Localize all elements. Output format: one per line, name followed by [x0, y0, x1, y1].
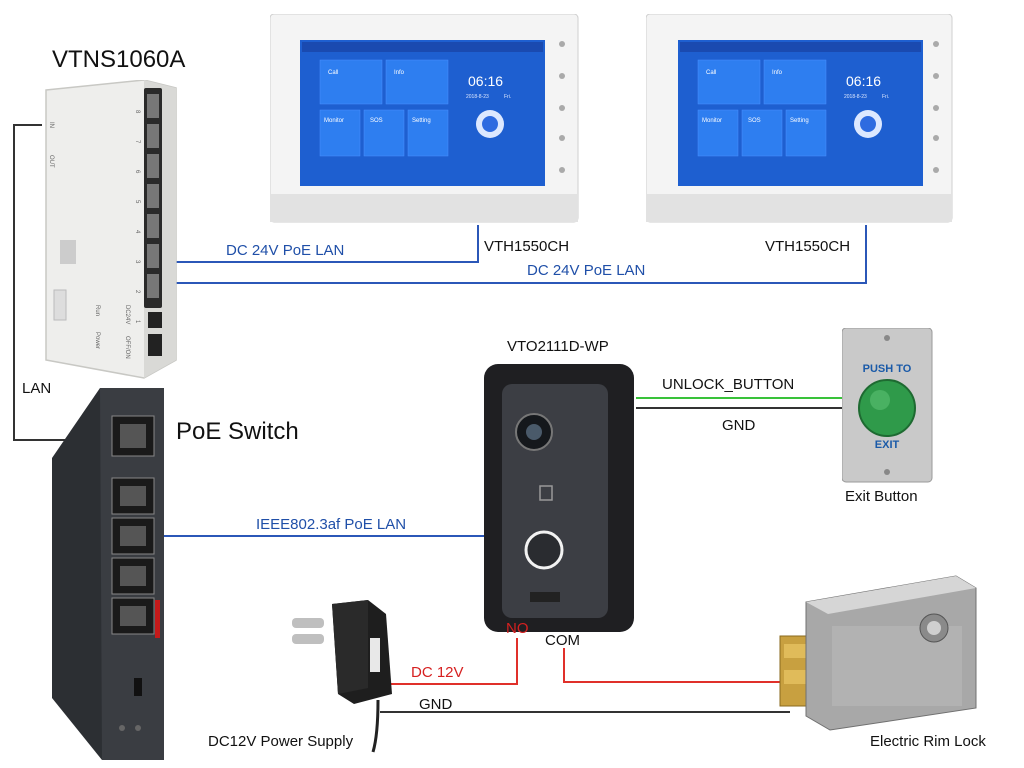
- vtns-onoff-label: OFF/ON: [124, 336, 130, 359]
- exit-plate-push-to: PUSH TO: [863, 363, 912, 375]
- vtns-in-label: IN: [48, 122, 54, 128]
- lan-label: LAN: [22, 380, 52, 397]
- button-gnd-label: GND: [722, 417, 756, 434]
- vth-a-tile-monitor: Monitor: [324, 118, 344, 124]
- dc24-label-b: DC 24V PoE LAN: [527, 262, 646, 279]
- dc24-wire-b: [158, 225, 867, 284]
- vtns-port-2: 2: [134, 290, 140, 294]
- vtns-power-label: Power: [94, 332, 100, 349]
- vth-b-tile-sos: SOS: [748, 118, 761, 124]
- vtns-run-label: Run: [94, 305, 100, 316]
- vtns-port-7: 7: [134, 140, 140, 144]
- com-wire: [563, 648, 784, 683]
- vth-a-tile-call: Call: [328, 70, 338, 76]
- vth-b-label: VTH1550CH: [765, 238, 851, 255]
- dc24-wire-a: [158, 225, 479, 263]
- poe-switch-title: PoE Switch: [176, 418, 299, 445]
- vtns-port-3: 3: [134, 260, 140, 264]
- vtns-title: VTNS1060A: [52, 46, 186, 73]
- lan-wire: [13, 124, 105, 441]
- vth-b-date: 2018-8-23: [844, 94, 867, 100]
- exit-button-label: Exit Button: [845, 488, 918, 505]
- vth-b-tile-monitor: Monitor: [702, 118, 722, 124]
- vth-b-time: 06:16: [846, 73, 881, 89]
- vtns-device: 8 7 6 5 4 3 2 1 IN OUT Run Power DC24V O…: [45, 80, 177, 379]
- vth-b-day: Fri.: [882, 94, 889, 100]
- vth-a-tile-setting: Setting: [412, 118, 431, 124]
- rim-lock-label: Electric Rim Lock: [870, 733, 986, 750]
- vth-monitor-a: Call Info Monitor SOS Setting 06:16 2018…: [270, 14, 579, 223]
- vtns-dc24v-label: DC24V: [124, 305, 130, 324]
- vth-a-day: Fri.: [504, 94, 511, 100]
- vto-door-station: [484, 364, 634, 632]
- com-label: COM: [545, 632, 580, 649]
- dc12-wire: [380, 638, 518, 685]
- vth-a-date: 2018-8-23: [466, 94, 489, 100]
- vth-b-tile-info: Info: [772, 70, 783, 76]
- vth-b-tile-setting: Setting: [790, 118, 809, 124]
- poe-switch-device: [52, 388, 164, 760]
- vtns-out-label: OUT: [48, 155, 54, 168]
- vtns-port-1: 1: [134, 320, 140, 324]
- lock-gnd-label: GND: [419, 696, 453, 713]
- exit-plate-exit: EXIT: [875, 439, 900, 451]
- vtns-port-8: 8: [134, 110, 140, 114]
- rim-lock-device: [779, 575, 977, 731]
- unlock-button-label: UNLOCK_BUTTON: [662, 376, 795, 393]
- vth-a-tile-sos: SOS: [370, 118, 383, 124]
- vth-b-tile-call: Call: [706, 70, 716, 76]
- vth-a-tile-info: Info: [394, 70, 405, 76]
- power-supply-device: [292, 600, 392, 704]
- power-supply-label: DC12V Power Supply: [208, 733, 354, 750]
- no-label: NO: [506, 620, 529, 637]
- power-supply-cable: [371, 699, 380, 753]
- vtns-port-4: 4: [134, 230, 140, 234]
- vto-label: VTO2111D-WP: [507, 338, 609, 355]
- exit-button-device: PUSH TO EXIT: [842, 328, 933, 483]
- vth-a-label: VTH1550CH: [484, 238, 570, 255]
- dc24-label-a: DC 24V PoE LAN: [226, 242, 345, 259]
- dc12-label: DC 12V: [411, 664, 464, 681]
- vth-monitor-b: Call Info Monitor SOS Setting 06:16 2018…: [646, 14, 953, 223]
- vth-a-time: 06:16: [468, 73, 503, 89]
- ieee-label: IEEE802.3af PoE LAN: [256, 516, 407, 533]
- vtns-port-6: 6: [134, 170, 140, 174]
- vtns-port-5: 5: [134, 200, 140, 204]
